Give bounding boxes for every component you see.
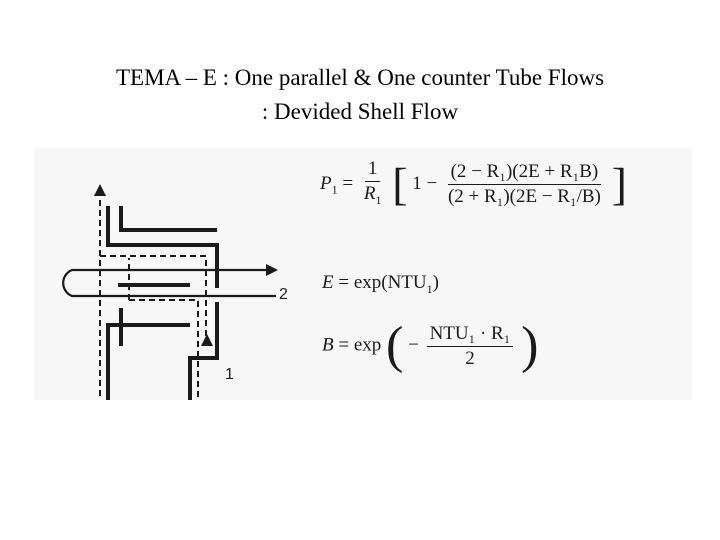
b-denominator: 2	[465, 347, 475, 369]
figure-panel: 2 1 P1 = 1 R1 [ 1 − (2 − R₁)(2E + R₁B) (…	[34, 148, 692, 400]
p1-lhs-sub: 1	[331, 182, 338, 197]
e-rhs-sub: 1	[426, 281, 433, 296]
p1-equals: =	[342, 172, 354, 194]
e-close-paren: )	[432, 272, 439, 293]
inner-shell-upper	[119, 206, 217, 232]
slide-title-line-2: : Devided Shell Flow	[261, 99, 459, 124]
shell-stream-label: 1	[225, 366, 234, 383]
p1-numerator: (2 − R₁)(2E + R₁B)	[447, 161, 602, 185]
p1-right-bracket: ]	[611, 158, 627, 210]
shell-wall-lower	[106, 323, 190, 400]
tube-flow-path	[62, 268, 276, 298]
b-minus: −	[408, 334, 419, 356]
b-left-paren: (	[386, 317, 404, 374]
tube-stream-label: 2	[279, 286, 288, 303]
b-equals: =	[338, 334, 350, 356]
b-exp: exp	[353, 334, 382, 356]
e-rhs: exp(NTU	[353, 272, 427, 293]
p1-lhs: P	[320, 172, 332, 194]
slide-title-line-1: TEMA – E : One parallel & One counter Tu…	[115, 65, 605, 90]
shell-flow-arrow-inlet	[201, 334, 213, 346]
b-lhs: B	[322, 334, 334, 356]
heat-exchanger-diagram	[62, 184, 278, 400]
shell-flow-arrow-up	[94, 184, 106, 196]
p1-denominator: (2 + R₁)(2E − R₁/B)	[447, 185, 601, 207]
equation-e: E = exp(NTU1)	[322, 272, 439, 297]
tube-flow-arrow	[266, 264, 278, 276]
b-fraction: NTU₁ · R₁ 2	[426, 323, 514, 370]
p1-fraction-1-over-r1: 1 R1	[361, 158, 385, 211]
shell-wall-upper	[106, 206, 219, 288]
e-lhs: E	[322, 272, 334, 293]
p1-left-bracket: [	[392, 158, 408, 210]
p1-one-minus: 1 −	[412, 172, 438, 194]
e-equals: =	[338, 272, 350, 293]
p1-r1: R1	[363, 183, 382, 207]
b-numerator: NTU₁ · R₁	[426, 323, 514, 347]
shell-wall-right	[188, 302, 219, 400]
equation-p1: P1 = 1 R1 [ 1 − (2 − R₁)(2E + R₁B) (2 + …	[320, 158, 627, 211]
b-right-paren: )	[521, 317, 539, 374]
p1-one: 1	[364, 158, 381, 182]
p1-main-fraction: (2 − R₁)(2E + R₁B) (2 + R₁)(2E − R₁/B)	[445, 161, 604, 208]
equation-b: B = exp ( − NTU₁ · R₁ 2 )	[322, 320, 538, 372]
